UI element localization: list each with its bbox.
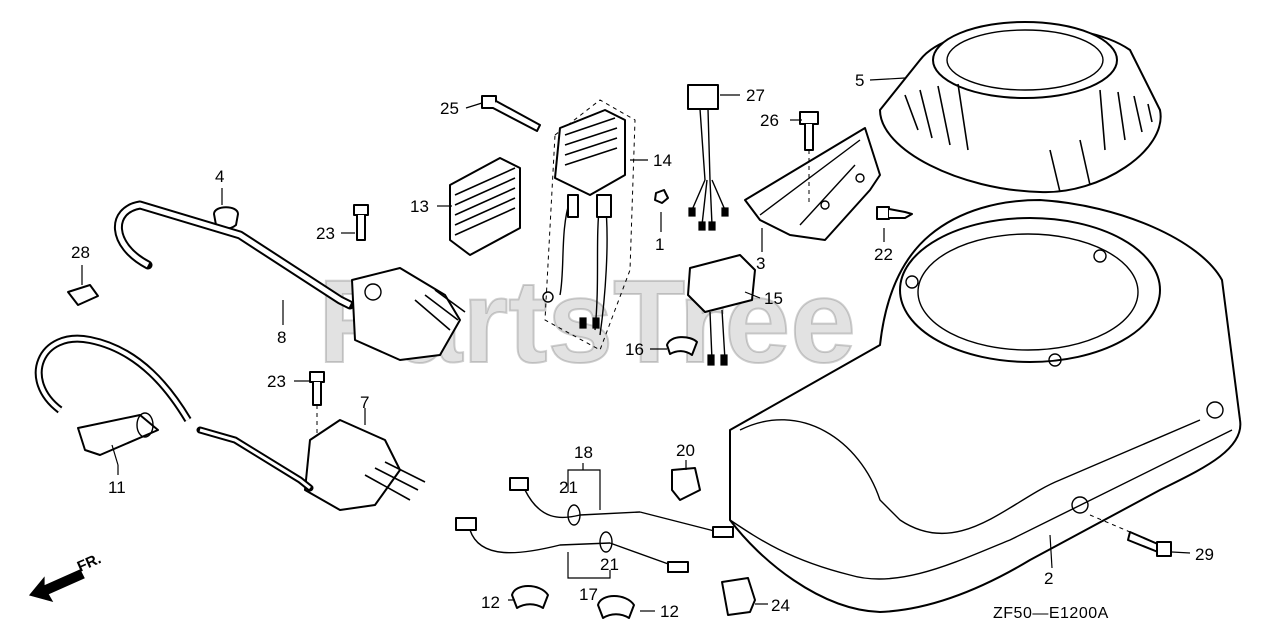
callout-26[interactable]: 26 <box>760 111 779 130</box>
callout-3[interactable]: 3 <box>756 254 765 273</box>
ignition-coil-part-7[interactable] <box>196 419 426 511</box>
bolt-part-26[interactable] <box>799 111 819 205</box>
wire-harness-part-17[interactable] <box>455 517 689 573</box>
callout-23-upper[interactable]: 23 <box>316 224 335 243</box>
rectifier-part-13[interactable] <box>449 157 521 256</box>
callout-21-upper[interactable]: 21 <box>559 478 578 497</box>
callout-15[interactable]: 15 <box>764 289 783 308</box>
bolt-part-23-lower[interactable] <box>309 371 325 440</box>
screw-part-22[interactable] <box>876 206 913 220</box>
callout-5[interactable]: 5 <box>855 71 864 90</box>
front-arrow-icon <box>28 569 85 602</box>
shroud-part-2[interactable] <box>729 199 1242 613</box>
regulator-part-14[interactable] <box>542 99 636 351</box>
callout-21-lower[interactable]: 21 <box>600 555 619 574</box>
callout-4[interactable]: 4 <box>215 167 224 186</box>
callout-28[interactable]: 28 <box>71 243 90 262</box>
wire-harness-part-18[interactable] <box>509 477 734 538</box>
plug-cap-part-11[interactable] <box>34 334 192 456</box>
clip-part-28[interactable] <box>67 284 99 306</box>
callout-12-left[interactable]: 12 <box>481 593 500 612</box>
bracket-part-3[interactable] <box>744 127 881 241</box>
tube-part-8[interactable] <box>113 200 355 310</box>
drawing-code: ZF50—E1200A <box>993 605 1109 622</box>
leader-lines <box>81 77 1191 612</box>
fan-cover-part-5[interactable] <box>879 21 1162 194</box>
callout-18[interactable]: 18 <box>574 443 593 462</box>
nut-part-1[interactable] <box>654 189 669 204</box>
bolt-part-23-upper[interactable] <box>353 204 369 241</box>
front-direction-label: FR. <box>75 550 104 575</box>
callout-20[interactable]: 20 <box>676 441 695 460</box>
clip-part-20[interactable] <box>671 467 701 501</box>
bolt-part-25[interactable] <box>481 95 541 132</box>
callout-25[interactable]: 25 <box>440 99 459 118</box>
callout-11[interactable]: 11 <box>108 478 126 497</box>
front-direction-indicator: FR. <box>28 550 104 602</box>
clamp-part-12-left[interactable] <box>511 585 549 609</box>
callout-27[interactable]: 27 <box>746 86 765 105</box>
callout-12-right[interactable]: 12 <box>660 602 679 621</box>
callout-2[interactable]: 2 <box>1044 569 1053 588</box>
callout-8[interactable]: 8 <box>277 328 286 347</box>
ignition-coil-assembly[interactable] <box>351 267 466 361</box>
callout-24[interactable]: 24 <box>771 596 790 615</box>
callout-22[interactable]: 22 <box>874 245 893 264</box>
clamp-part-16[interactable] <box>666 336 698 356</box>
control-unit-part-15[interactable] <box>687 254 756 366</box>
bolt-part-29[interactable] <box>1089 514 1172 557</box>
connector-part-24[interactable] <box>721 577 756 616</box>
callout-16[interactable]: 16 <box>625 340 644 359</box>
clamp-part-12-right[interactable] <box>597 595 635 619</box>
callout-14[interactable]: 14 <box>653 151 672 170</box>
callout-7[interactable]: 7 <box>360 393 369 412</box>
callout-17[interactable]: 17 <box>579 585 598 604</box>
callout-29[interactable]: 29 <box>1195 545 1214 564</box>
connector-part-27[interactable] <box>687 84 729 231</box>
callout-23-lower[interactable]: 23 <box>267 372 286 391</box>
callout-13[interactable]: 13 <box>410 197 429 216</box>
callout-1[interactable]: 1 <box>655 235 664 254</box>
